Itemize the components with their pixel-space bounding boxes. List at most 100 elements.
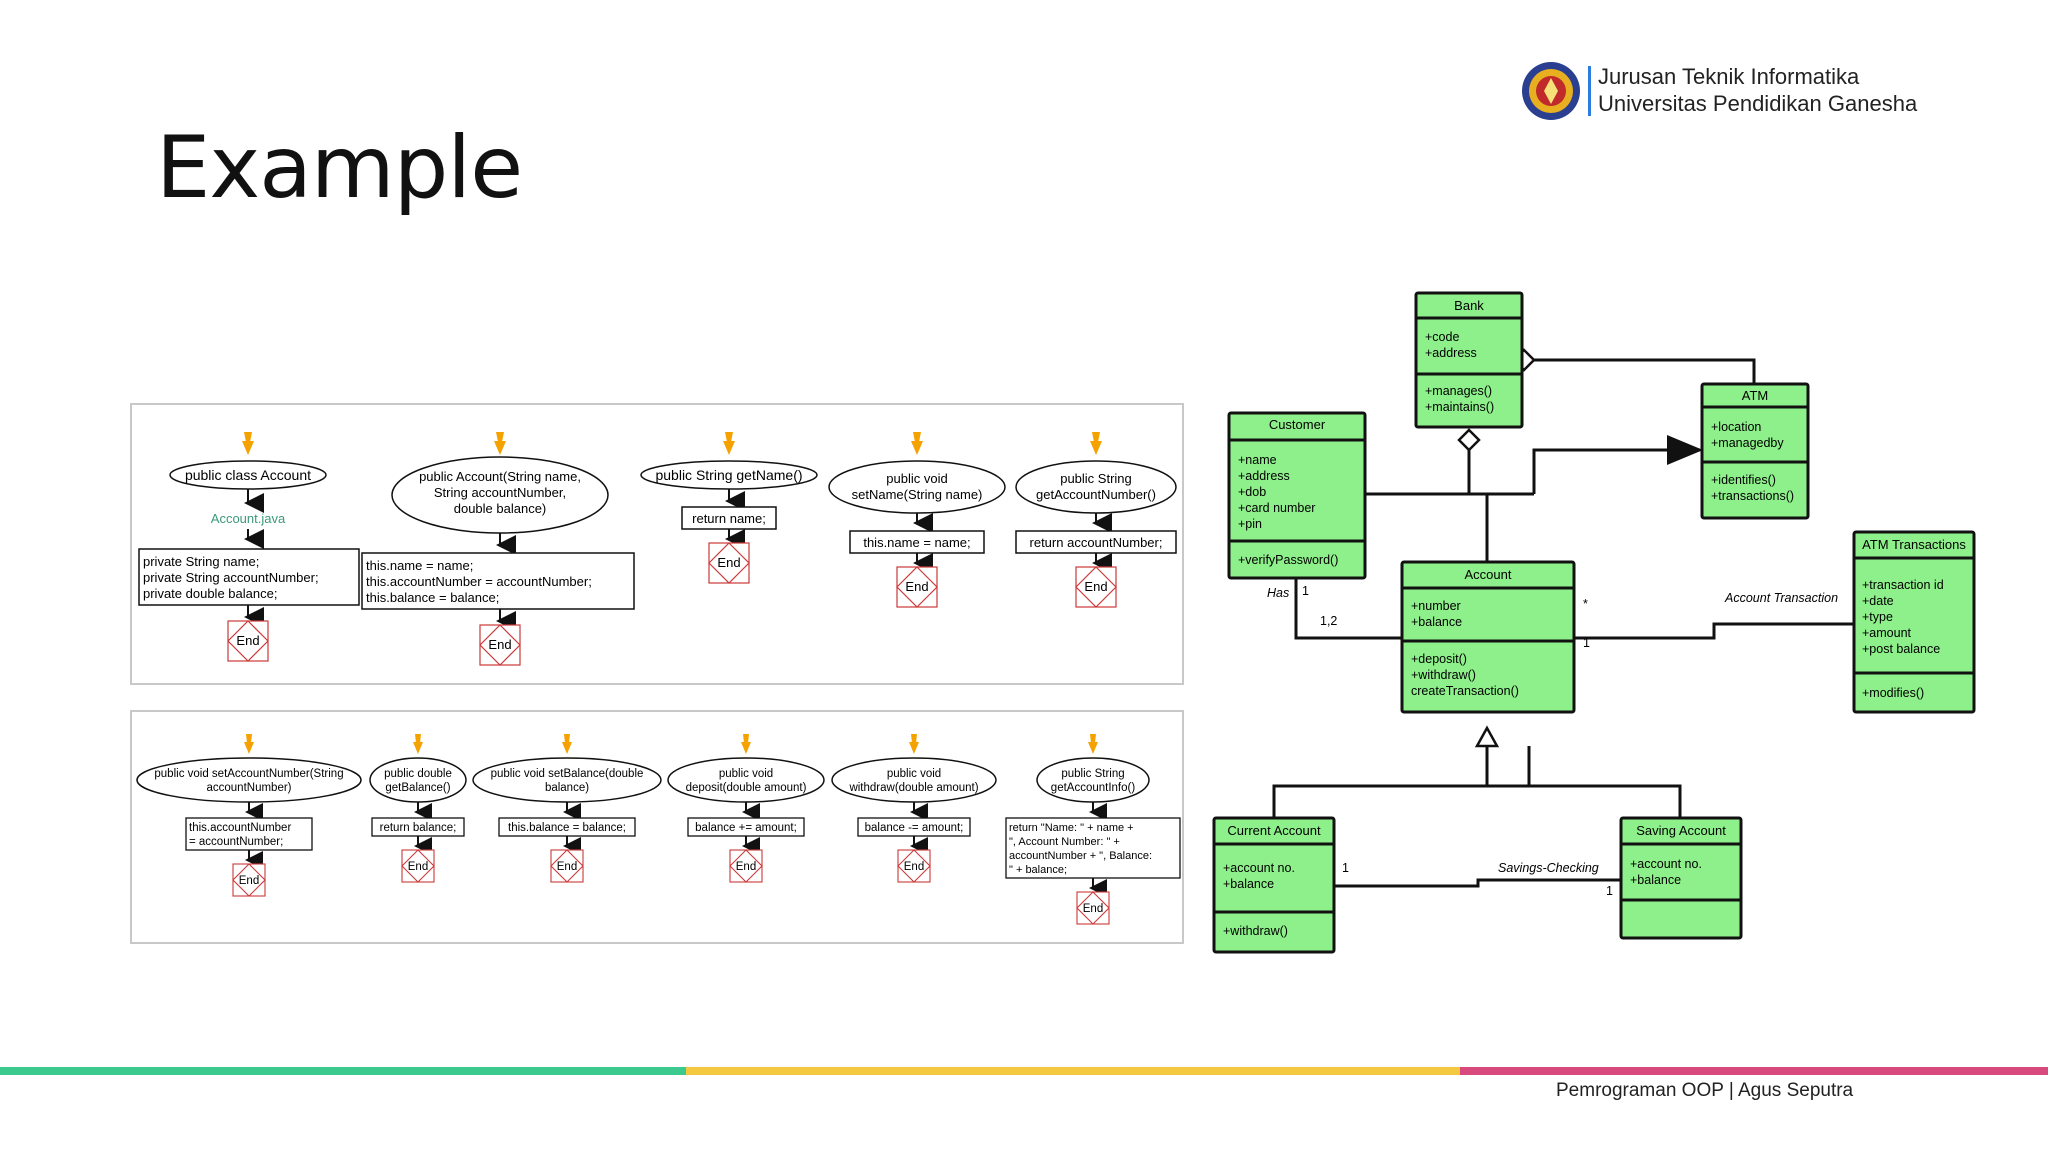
svg-text:+balance: +balance (1223, 877, 1274, 891)
svg-text:this.accountNumber = accountNu: this.accountNumber = accountNumber; (366, 574, 592, 589)
svg-text:End: End (1084, 579, 1107, 594)
svg-text:public String: public String (1061, 768, 1124, 780)
svg-text:1: 1 (1302, 584, 1309, 598)
header-divider (1588, 66, 1591, 116)
svg-text:balance -= amount;: balance -= amount; (865, 822, 964, 834)
svg-text:+address: +address (1238, 469, 1290, 483)
svg-text:*: * (1583, 597, 1588, 611)
svg-text:= accountNumber;: = accountNumber; (189, 836, 283, 848)
start-markers (244, 734, 1098, 754)
end-node: End (401, 849, 435, 883)
svg-text:public String getName(): public String getName() (655, 467, 802, 483)
setaccountnumber-node: public void setAccountNumber(String acco… (136, 757, 362, 803)
withdraw-body: balance -= amount; (857, 817, 971, 837)
svg-text:createTransaction(): createTransaction() (1411, 684, 1519, 698)
institution-header: Jurusan Teknik Informatika Universitas P… (1520, 60, 1980, 130)
uml-connectors (1272, 358, 1854, 888)
svg-text:private String name;: private String name; (143, 554, 259, 569)
setbalance-body: this.balance = balance; (498, 817, 636, 837)
end-node: End (479, 624, 521, 666)
class-node: public class Account (169, 460, 327, 490)
svg-text:getAccountNumber(): getAccountNumber() (1036, 487, 1156, 502)
getaccountinfo-body: return "Name: " + name + ", Account Numb… (1005, 817, 1181, 879)
svg-text:+balance: +balance (1630, 873, 1681, 887)
svg-text:+number: +number (1411, 599, 1461, 613)
svg-text:Account: Account (1465, 567, 1512, 582)
end-node: End (1076, 891, 1110, 925)
constructor-body: this.name = name; this.accountNumber = a… (361, 552, 635, 610)
svg-text:+pin: +pin (1238, 517, 1262, 531)
svg-text:End: End (905, 579, 928, 594)
svg-text:+withdraw(): +withdraw() (1223, 924, 1288, 938)
svg-text:+managedby: +managedby (1711, 436, 1784, 450)
setbalance-node: public void setBalance(double balance) (472, 757, 662, 803)
setaccountnumber-body: this.accountNumber = accountNumber; (185, 817, 313, 851)
svg-text:+transaction id: +transaction id (1862, 578, 1944, 592)
svg-text:+code: +code (1425, 330, 1459, 344)
end-node: End (708, 542, 750, 584)
svg-text:+manages(): +manages() (1425, 384, 1492, 398)
svg-text:End: End (736, 861, 756, 873)
generalization-triangle-icon (1474, 725, 1500, 748)
getbalance-body: return balance; (371, 817, 465, 837)
uml-class-current-account: Current Account +account no. +balance +w… (1212, 816, 1336, 954)
end-node: End (227, 620, 269, 662)
svg-text:+location: +location (1711, 420, 1761, 434)
university-name: Universitas Pendidikan Ganesha (1598, 91, 1918, 116)
svg-text:return "Name: " + name +: return "Name: " + name + (1009, 822, 1134, 834)
svg-text:double balance): double balance) (454, 501, 547, 516)
getaccountnumber-node: public String getAccountNumber() (1015, 460, 1177, 514)
svg-text:Customer: Customer (1269, 417, 1326, 432)
getaccountinfo-node: public String getAccountInfo() (1036, 757, 1150, 803)
uml-association-labels: Has 1 1,2 Account Transaction 1 * Saving… (1267, 584, 1838, 898)
svg-text:withdraw(double amount): withdraw(double amount) (848, 782, 978, 794)
flowchart-panel-account-methods: public void setAccountNumber(String acco… (130, 710, 1184, 944)
svg-text:accountNumber + ", Balance:: accountNumber + ", Balance: (1009, 850, 1152, 862)
svg-text:return accountNumber;: return accountNumber; (1030, 535, 1163, 550)
svg-text:1: 1 (1583, 636, 1590, 650)
file-label: Account.java (211, 511, 286, 526)
svg-text:End: End (239, 875, 259, 887)
svg-text:+type: +type (1862, 610, 1893, 624)
getname-node: public String getName() (640, 460, 818, 490)
getaccountnumber-body: return accountNumber; (1015, 530, 1177, 554)
svg-text:public class Account: public class Account (185, 467, 311, 483)
svg-text:public Account(String name,: public Account(String name, (419, 469, 581, 484)
svg-text:public void: public void (886, 471, 947, 486)
svg-text:accountNumber): accountNumber) (206, 782, 291, 794)
svg-text:this.balance = balance;: this.balance = balance; (508, 822, 626, 834)
svg-text:public void setBalance(double: public void setBalance(double (491, 768, 644, 780)
end-node: End (1075, 566, 1117, 608)
svg-text:1: 1 (1606, 884, 1613, 898)
svg-text:+account no.: +account no. (1630, 857, 1702, 871)
svg-text:public void: public void (887, 768, 941, 780)
svg-text:private double balance;: private double balance; (143, 586, 277, 601)
footer-stripe-yellow (686, 1067, 1460, 1075)
svg-text:Has: Has (1267, 586, 1289, 600)
svg-text:String accountNumber,: String accountNumber, (434, 485, 566, 500)
svg-text:deposit(double amount): deposit(double amount) (686, 782, 807, 794)
svg-text:+post balance: +post balance (1862, 642, 1940, 656)
uml-class-bank: Bank +code +address +manages() +maintain… (1414, 291, 1524, 429)
start-markers (242, 432, 1102, 455)
svg-text:+verifyPassword(): +verifyPassword() (1238, 553, 1338, 567)
department-name: Jurusan Teknik Informatika (1598, 64, 1860, 89)
svg-text:balance += amount;: balance += amount; (695, 822, 797, 834)
svg-text:ATM: ATM (1742, 388, 1768, 403)
svg-text:+address: +address (1425, 346, 1477, 360)
deposit-node: public void deposit(double amount) (667, 757, 825, 803)
svg-text:return name;: return name; (692, 511, 766, 526)
svg-text:", Account Number: " +: ", Account Number: " + (1009, 836, 1120, 848)
svg-text:getBalance(): getBalance() (385, 782, 450, 794)
svg-text:public double: public double (384, 768, 452, 780)
svg-text:+maintains(): +maintains() (1425, 400, 1494, 414)
svg-text:Savings-Checking: Savings-Checking (1498, 861, 1599, 875)
svg-text:End: End (408, 861, 428, 873)
setname-body: this.name = name; (849, 530, 985, 554)
constructor-node: public Account(String name, String accou… (391, 456, 609, 534)
svg-text:public void setAccountNumber(S: public void setAccountNumber(String (154, 768, 343, 780)
svg-text:public String: public String (1060, 471, 1132, 486)
fields-block: private String name; private String acco… (138, 548, 360, 606)
setname-node: public void setName(String name) (828, 460, 1006, 514)
svg-text:getAccountInfo(): getAccountInfo() (1051, 782, 1136, 794)
